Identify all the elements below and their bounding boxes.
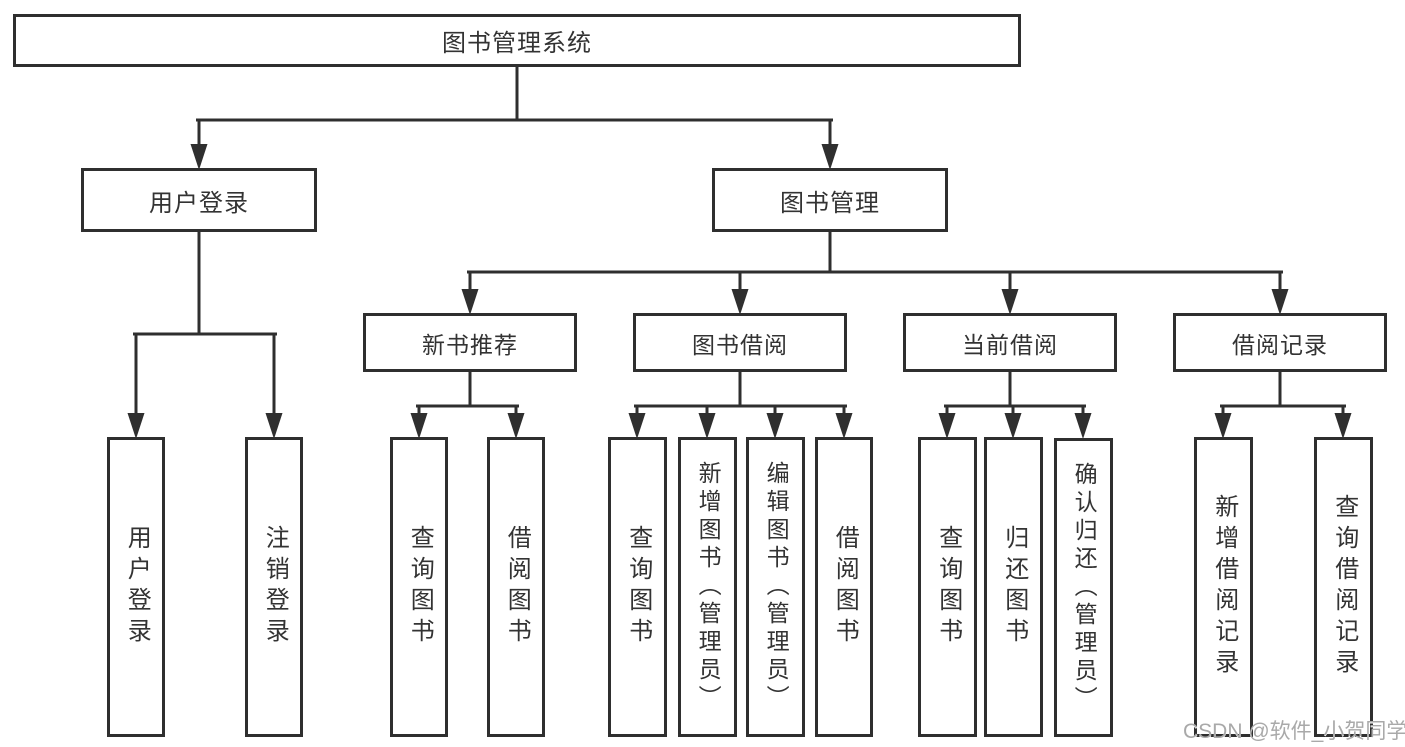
leaf-borrow-books-borrowing-label: 借阅图书	[831, 525, 859, 649]
leaf-confirm-return-admin: 确认归还（管理员）	[1054, 438, 1113, 737]
node-user-login: 用户登录	[81, 168, 317, 232]
leaf-query-books-borrowing: 查询图书	[608, 437, 667, 737]
node-current-borrowing-label: 当前借阅	[962, 331, 1058, 358]
node-book-borrowing-label: 图书借阅	[692, 331, 788, 358]
leaf-query-books-current-label: 查询图书	[934, 525, 962, 649]
leaf-query-books-borrowing-label: 查询图书	[624, 525, 652, 649]
leaf-query-books-recommend: 查询图书	[390, 437, 448, 737]
node-library-system-label: 图书管理系统	[442, 30, 592, 57]
leaf-query-borrow-record: 查询借阅记录	[1314, 437, 1373, 737]
node-book-management-label: 图书管理	[780, 189, 880, 217]
leaf-query-books-current: 查询图书	[918, 437, 977, 737]
leaf-logout: 注销登录	[245, 437, 303, 737]
node-new-book-recommend-label: 新书推荐	[422, 331, 518, 358]
node-book-management: 图书管理	[712, 168, 948, 232]
leaf-return-books-label: 归还图书	[1000, 525, 1028, 649]
leaf-add-borrow-record: 新增借阅记录	[1194, 437, 1253, 737]
leaf-query-books-recommend-label: 查询图书	[406, 525, 434, 649]
leaf-borrow-books-borrowing: 借阅图书	[815, 437, 873, 737]
node-borrowing-records-label: 借阅记录	[1232, 331, 1328, 358]
leaf-user-login: 用户登录	[107, 437, 165, 737]
arrowhead-icons	[127, 144, 1352, 439]
node-library-system: 图书管理系统	[13, 14, 1021, 67]
leaf-user-login-label: 用户登录	[123, 525, 151, 649]
leaf-edit-books-admin-label: 编辑图书（管理员）	[763, 461, 790, 713]
node-book-borrowing: 图书借阅	[633, 313, 847, 372]
leaf-add-borrow-record-label: 新增借阅记录	[1210, 494, 1238, 680]
leaf-confirm-return-admin-label: 确认归还（管理员）	[1071, 461, 1098, 714]
leaf-add-books-admin: 新增图书（管理员）	[678, 437, 737, 737]
leaf-add-books-admin-label: 新增图书（管理员）	[695, 461, 722, 713]
leaf-return-books: 归还图书	[984, 437, 1043, 737]
leaf-borrow-books-recommend-label: 借阅图书	[503, 525, 531, 649]
node-new-book-recommend: 新书推荐	[363, 313, 577, 372]
watermark: CSDN @软件_小贺同学	[1183, 720, 1405, 743]
leaf-edit-books-admin: 编辑图书（管理员）	[746, 437, 805, 737]
node-user-login-label: 用户登录	[149, 189, 249, 217]
leaf-query-borrow-record-label: 查询借阅记录	[1330, 494, 1358, 680]
node-borrowing-records: 借阅记录	[1173, 313, 1387, 372]
leaf-borrow-books-recommend: 借阅图书	[487, 437, 545, 737]
leaf-logout-label: 注销登录	[261, 525, 289, 649]
node-current-borrowing: 当前借阅	[903, 313, 1117, 372]
